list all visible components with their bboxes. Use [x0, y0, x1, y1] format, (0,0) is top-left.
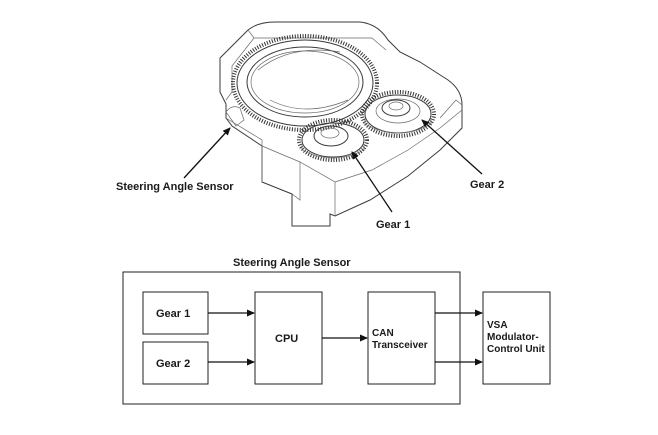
gear2-label: Gear 2 [470, 179, 504, 191]
block-diagram: Steering Angle Sensor Gear 1 Gear 2 CPU … [122, 257, 551, 405]
gear1-label: Gear 1 [376, 219, 410, 231]
gear2-block-label: Gear 2 [156, 358, 190, 370]
can-block-label-line2: Transceiver [372, 340, 428, 351]
gear1-block-label: Gear 1 [156, 308, 190, 320]
sensor-leader-line [183, 127, 231, 179]
vsa-block-label-line1: VSA [487, 320, 508, 331]
sensor-housing [219, 21, 463, 227]
gear2-leader-line [421, 119, 483, 175]
gear-2-drawing [360, 90, 436, 138]
can-block-label-line1: CAN [372, 328, 394, 339]
steering-ring-gear [231, 34, 379, 132]
cpu-block [254, 291, 323, 385]
vsa-unit-block [482, 291, 551, 385]
vsa-block-label-line3: Control Unit [487, 344, 545, 355]
sensor-illustration: Steering Angle Sensor Gear 1 Gear 2 [116, 21, 504, 231]
gear1-leader-line [351, 151, 393, 213]
vsa-block-label-line2: Modulator- [487, 332, 539, 343]
gear2-block [142, 341, 209, 385]
sensor-label: Steering Angle Sensor [116, 181, 234, 193]
can-transceiver-block [367, 291, 436, 385]
gear-1-drawing [297, 118, 369, 162]
block-diagram-title: Steering Angle Sensor [233, 257, 351, 269]
cpu-block-label: CPU [275, 333, 298, 345]
